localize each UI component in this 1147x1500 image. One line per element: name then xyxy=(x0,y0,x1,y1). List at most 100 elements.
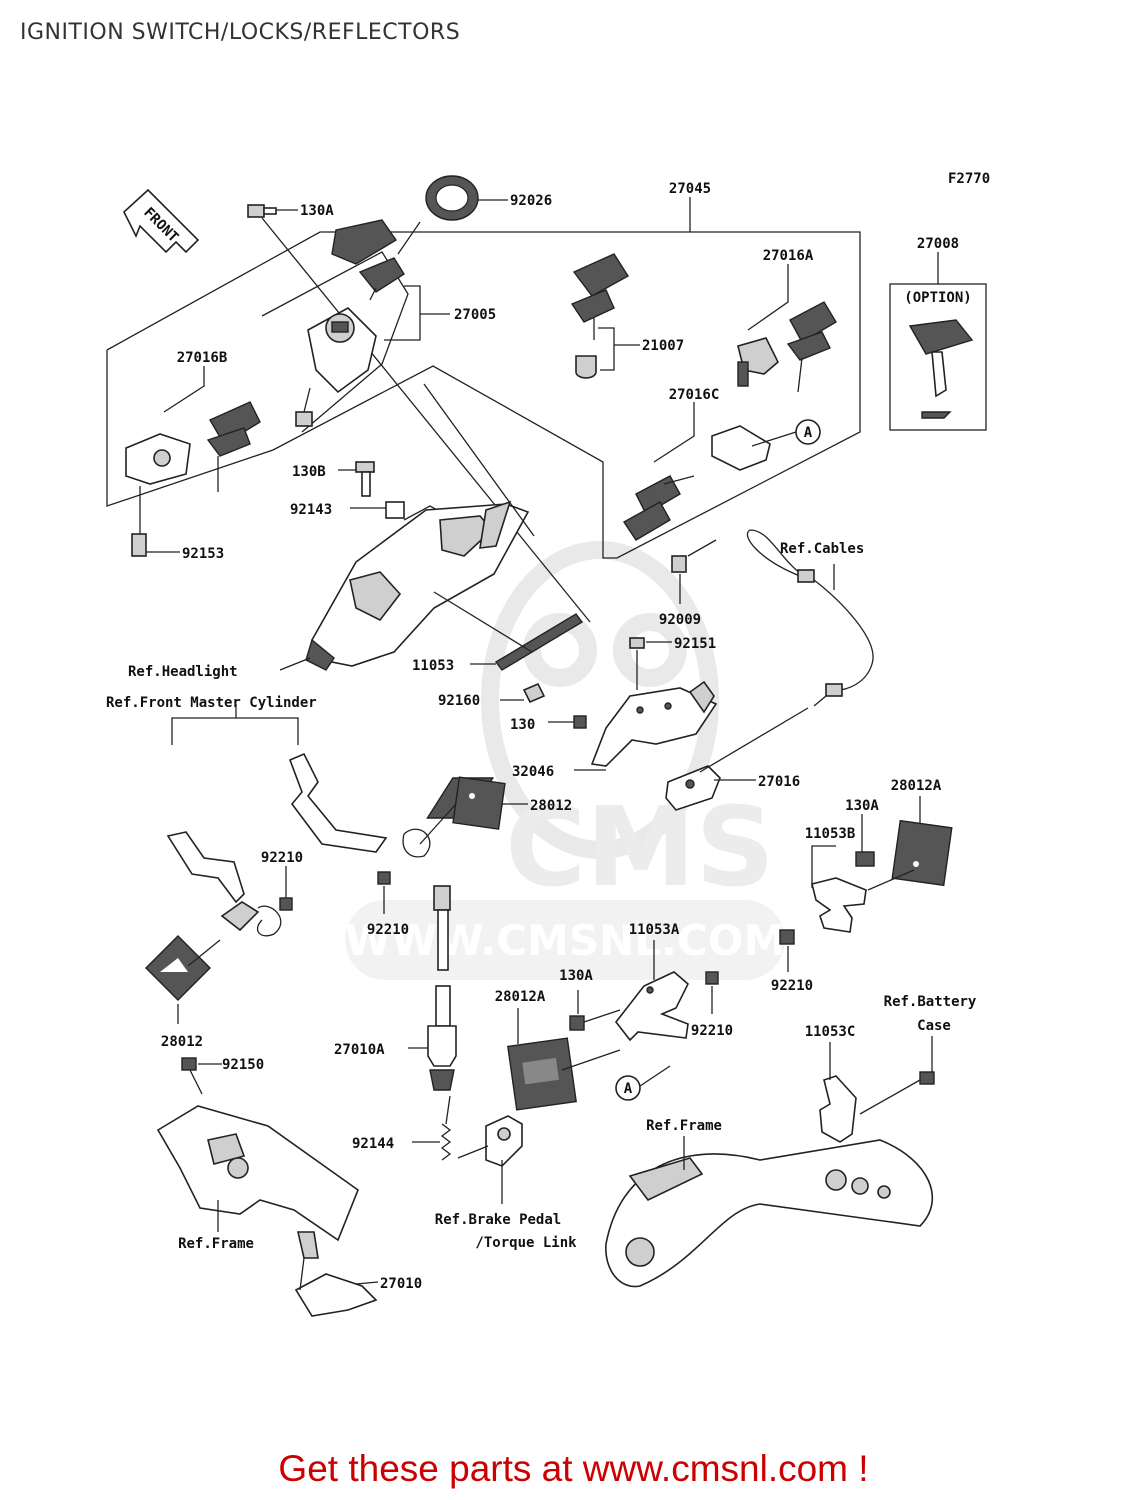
callout-11053c: 11053C xyxy=(805,1024,856,1040)
bolt-130a-right xyxy=(855,814,875,867)
key-21007 xyxy=(570,253,640,379)
callout-92143: 92143 xyxy=(290,502,332,518)
callout-27016a: 27016A xyxy=(763,248,814,264)
plate-11053 xyxy=(470,613,584,671)
bolt-battery-case xyxy=(859,1036,935,1115)
nut-92210-b xyxy=(377,871,391,914)
ref-headlight: Ref.Headlight xyxy=(128,664,238,680)
front-arrow-icon: FRONT xyxy=(123,188,200,254)
brake-pedal-link xyxy=(457,1115,523,1204)
key-27005 xyxy=(331,219,421,301)
callout-27010a: 27010A xyxy=(334,1042,385,1058)
bolt-92153 xyxy=(131,533,180,557)
marker-a-top: A xyxy=(795,419,821,445)
ref-frame-left: Ref.Frame xyxy=(178,1236,254,1252)
callout-130b: 130B xyxy=(292,464,326,480)
bolt-92150 xyxy=(181,1057,222,1095)
lock-27016b xyxy=(125,366,261,492)
bolt-130a-bottom xyxy=(569,990,621,1031)
callout-92026: 92026 xyxy=(510,193,552,209)
callout-27016c: 27016C xyxy=(669,387,720,403)
switch-27010 xyxy=(294,1231,379,1317)
watermark: CMS WWW.CMSNL.COM xyxy=(345,541,786,980)
callout-27010: 27010 xyxy=(380,1276,422,1292)
callout-92009: 92009 xyxy=(659,612,701,628)
bracket-11053c xyxy=(819,1042,857,1143)
nut-92210-d xyxy=(779,929,795,972)
ignition-switch-27005 xyxy=(295,307,377,427)
grommet-92160 xyxy=(500,682,546,704)
cable xyxy=(746,529,874,707)
callout-28012a-bottom: 28012A xyxy=(495,989,546,1005)
callout-28012-left: 28012 xyxy=(161,1034,203,1050)
callout-11053b: 11053B xyxy=(805,826,856,842)
callout-27008: 27008 xyxy=(917,236,959,252)
ring-92026 xyxy=(425,175,508,221)
reflector-28012a-right xyxy=(867,796,953,891)
reflector-28012a-bottom xyxy=(507,1008,621,1111)
callout-11053: 11053 xyxy=(412,658,454,674)
switch-27010a xyxy=(408,885,457,1091)
ref-battery-case-line1: Ref.Battery xyxy=(884,994,977,1010)
svg-text:A: A xyxy=(624,1081,633,1097)
callout-130a-top: 130A xyxy=(300,203,334,219)
callout-28012-right: 28012 xyxy=(530,798,572,814)
callout-92160: 92160 xyxy=(438,693,480,709)
callout-92153: 92153 xyxy=(182,546,224,562)
page-title: IGNITION SWITCH/LOCKS/REFLECTORS xyxy=(20,20,461,45)
watermark-url: WWW.CMSNL.COM xyxy=(345,916,786,965)
bolt-92151 xyxy=(629,637,672,690)
callout-130a-bottom: 130A xyxy=(559,968,593,984)
callout-27005: 27005 xyxy=(454,307,496,323)
watermark-logo: CMS xyxy=(505,783,774,911)
callout-92210-c: 92210 xyxy=(691,1023,733,1039)
bracket-front-master xyxy=(166,752,388,937)
bracket-11053b xyxy=(811,845,867,933)
callout-92210-b: 92210 xyxy=(367,922,409,938)
nut-130 xyxy=(548,715,587,729)
bolt-92009 xyxy=(671,539,717,604)
svg-text:A: A xyxy=(804,425,813,441)
lock-27016a xyxy=(737,264,837,393)
lower-bracket xyxy=(305,500,530,671)
spring-92144 xyxy=(412,1095,452,1161)
ref-battery-case-line2: Case xyxy=(917,1018,951,1034)
frame-left xyxy=(156,1105,359,1242)
callout-92150: 92150 xyxy=(222,1057,264,1073)
callout-11053a: 11053A xyxy=(629,922,680,938)
callout-32046: 32046 xyxy=(512,764,554,780)
callout-92151: 92151 xyxy=(674,636,716,652)
callout-92210-a: 92210 xyxy=(261,850,303,866)
frame-right xyxy=(605,1136,934,1288)
footer-link[interactable]: Get these parts at www.cmsnl.com ! xyxy=(278,1448,869,1489)
marker-a-bottom: A xyxy=(615,1075,641,1101)
callout-21007: 21007 xyxy=(642,338,684,354)
callout-27016: 27016 xyxy=(758,774,800,790)
ref-cables: Ref.Cables xyxy=(780,541,864,557)
option-label: (OPTION) xyxy=(904,290,971,306)
callout-92144: 92144 xyxy=(352,1136,394,1152)
ref-front-master-cylinder: Ref.Front Master Cylinder xyxy=(106,695,317,711)
callout-27045: 27045 xyxy=(669,181,711,197)
ref-brake-pedal-line1: Ref.Brake Pedal xyxy=(435,1212,561,1228)
group-outline-27005 xyxy=(261,251,409,433)
lock-27016c xyxy=(622,402,797,541)
bracket-32046 xyxy=(590,680,718,767)
figure-code: F2770 xyxy=(948,171,990,187)
nut-92210-a xyxy=(279,866,293,911)
option-box-27008: (OPTION) xyxy=(889,252,987,431)
nut-92210-c xyxy=(705,971,719,1014)
callout-130a-right: 130A xyxy=(845,798,879,814)
callout-28012a-right: 28012A xyxy=(891,778,942,794)
reflector-28012-right xyxy=(402,776,528,858)
bracket-11053a xyxy=(614,940,689,1042)
reflector-28012-left xyxy=(145,935,221,1024)
ref-brake-pedal-line2: /Torque Link xyxy=(475,1235,577,1251)
bolt-130b xyxy=(338,461,375,497)
callout-130: 130 xyxy=(510,717,535,733)
switch-27016 xyxy=(665,707,809,811)
callout-92210-d: 92210 xyxy=(771,978,813,994)
ref-frame-right: Ref.Frame xyxy=(646,1118,722,1134)
bolt-130a-top xyxy=(247,204,591,623)
